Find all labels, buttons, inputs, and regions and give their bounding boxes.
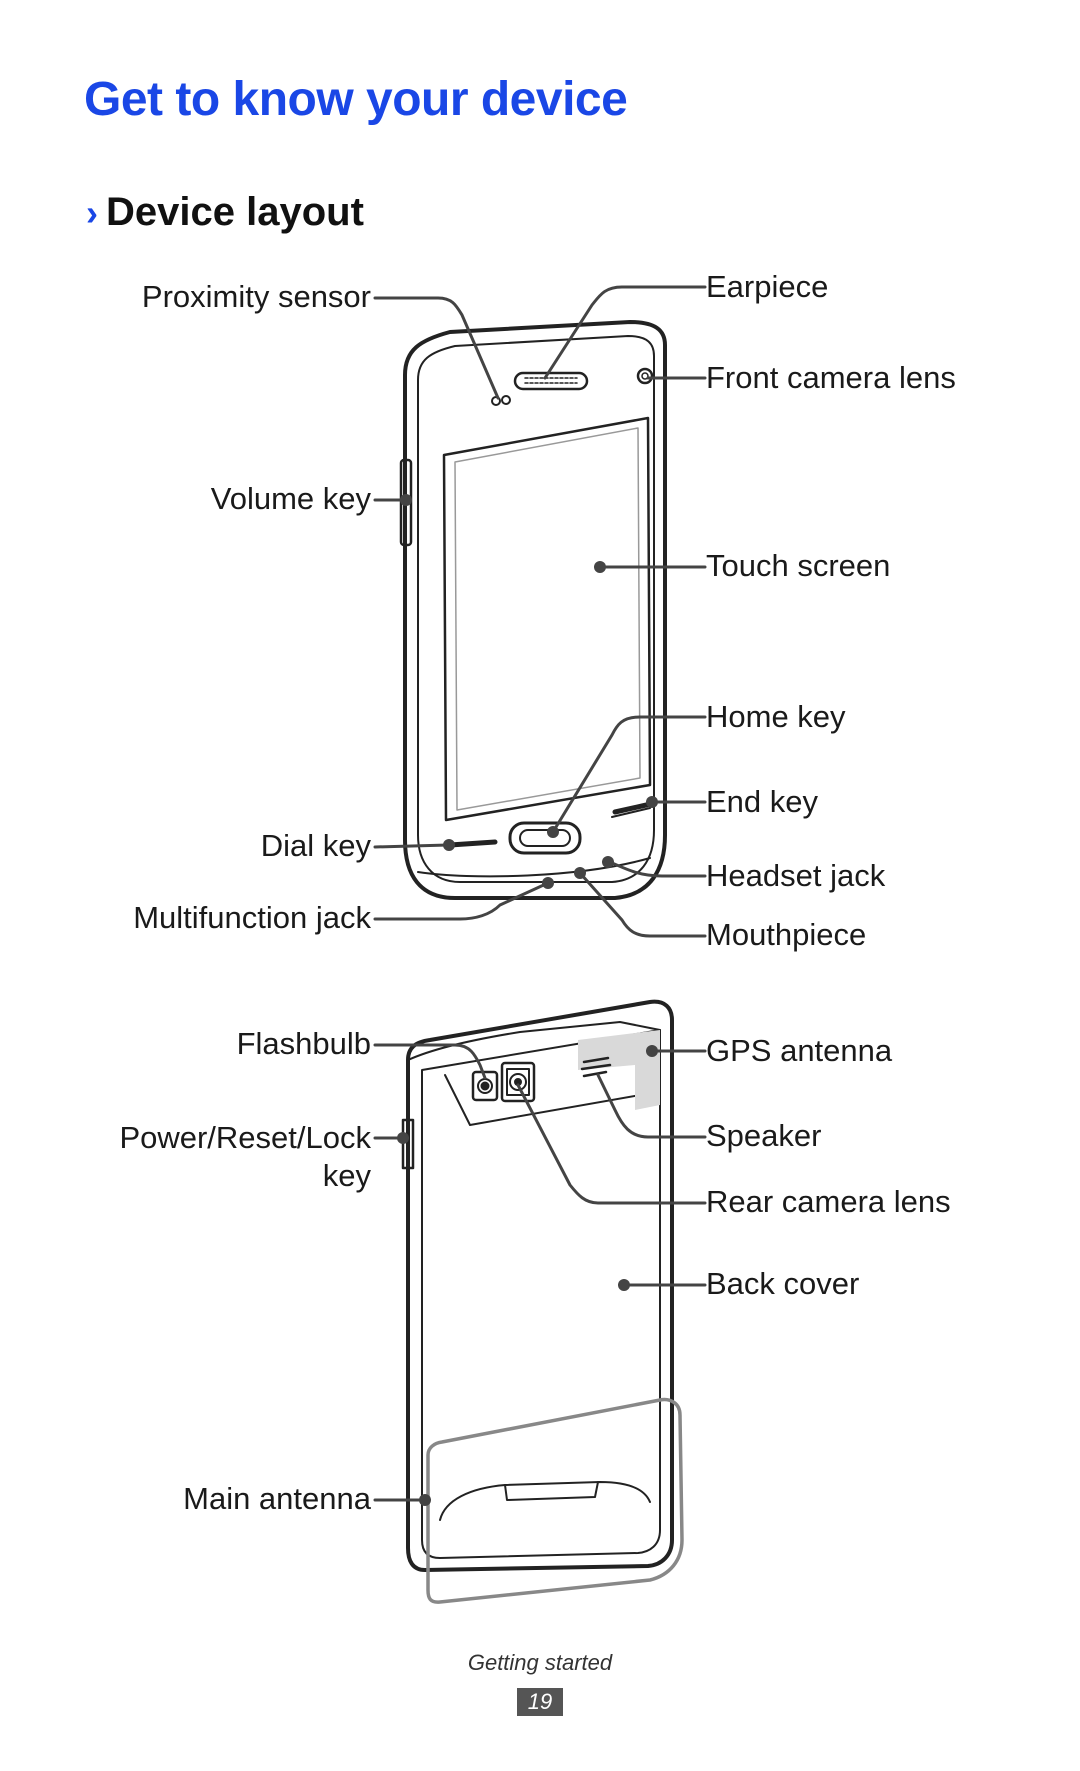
label-power-reset-lock-key: Power/Reset/Lock key bbox=[119, 1119, 371, 1195]
label-power-reset-lock-line1: Power/Reset/Lock bbox=[119, 1120, 371, 1155]
label-volume-key: Volume key bbox=[210, 481, 371, 516]
rear-leader-lines bbox=[373, 1043, 707, 1502]
label-power-reset-lock-line2: key bbox=[322, 1158, 371, 1193]
label-speaker: Speaker bbox=[706, 1118, 822, 1153]
label-back-cover: Back cover bbox=[706, 1266, 860, 1301]
chevron-right-icon: › bbox=[86, 192, 98, 233]
label-dial-key: Dial key bbox=[260, 828, 371, 863]
label-mouthpiece: Mouthpiece bbox=[706, 917, 867, 952]
front-leader-lines bbox=[373, 285, 707, 938]
label-touch-screen: Touch screen bbox=[706, 548, 891, 583]
rear-phone-illustration bbox=[401, 999, 684, 1604]
section-heading: ›Device layout bbox=[86, 190, 364, 235]
label-home-key: Home key bbox=[706, 699, 846, 734]
front-leader-dots bbox=[400, 494, 658, 889]
label-rear-camera-lens: Rear camera lens bbox=[706, 1184, 951, 1219]
label-front-camera-lens: Front camera lens bbox=[706, 360, 956, 395]
page-number: 19 bbox=[517, 1688, 563, 1716]
label-headset-jack: Headset jack bbox=[706, 858, 886, 893]
front-phone-illustration bbox=[399, 320, 667, 900]
label-end-key: End key bbox=[706, 784, 819, 819]
page-title: Get to know your device bbox=[84, 73, 628, 126]
label-proximity-sensor: Proximity sensor bbox=[141, 279, 371, 314]
label-flashbulb: Flashbulb bbox=[236, 1026, 371, 1061]
rear-leader-dots bbox=[397, 1045, 658, 1506]
label-multifunction-jack: Multifunction jack bbox=[133, 900, 371, 935]
footer-section-name: Getting started bbox=[467, 1650, 613, 1675]
section-heading-text: Device layout bbox=[106, 190, 364, 234]
label-earpiece: Earpiece bbox=[706, 269, 829, 304]
label-gps-antenna: GPS antenna bbox=[706, 1033, 893, 1068]
label-main-antenna: Main antenna bbox=[183, 1481, 371, 1516]
